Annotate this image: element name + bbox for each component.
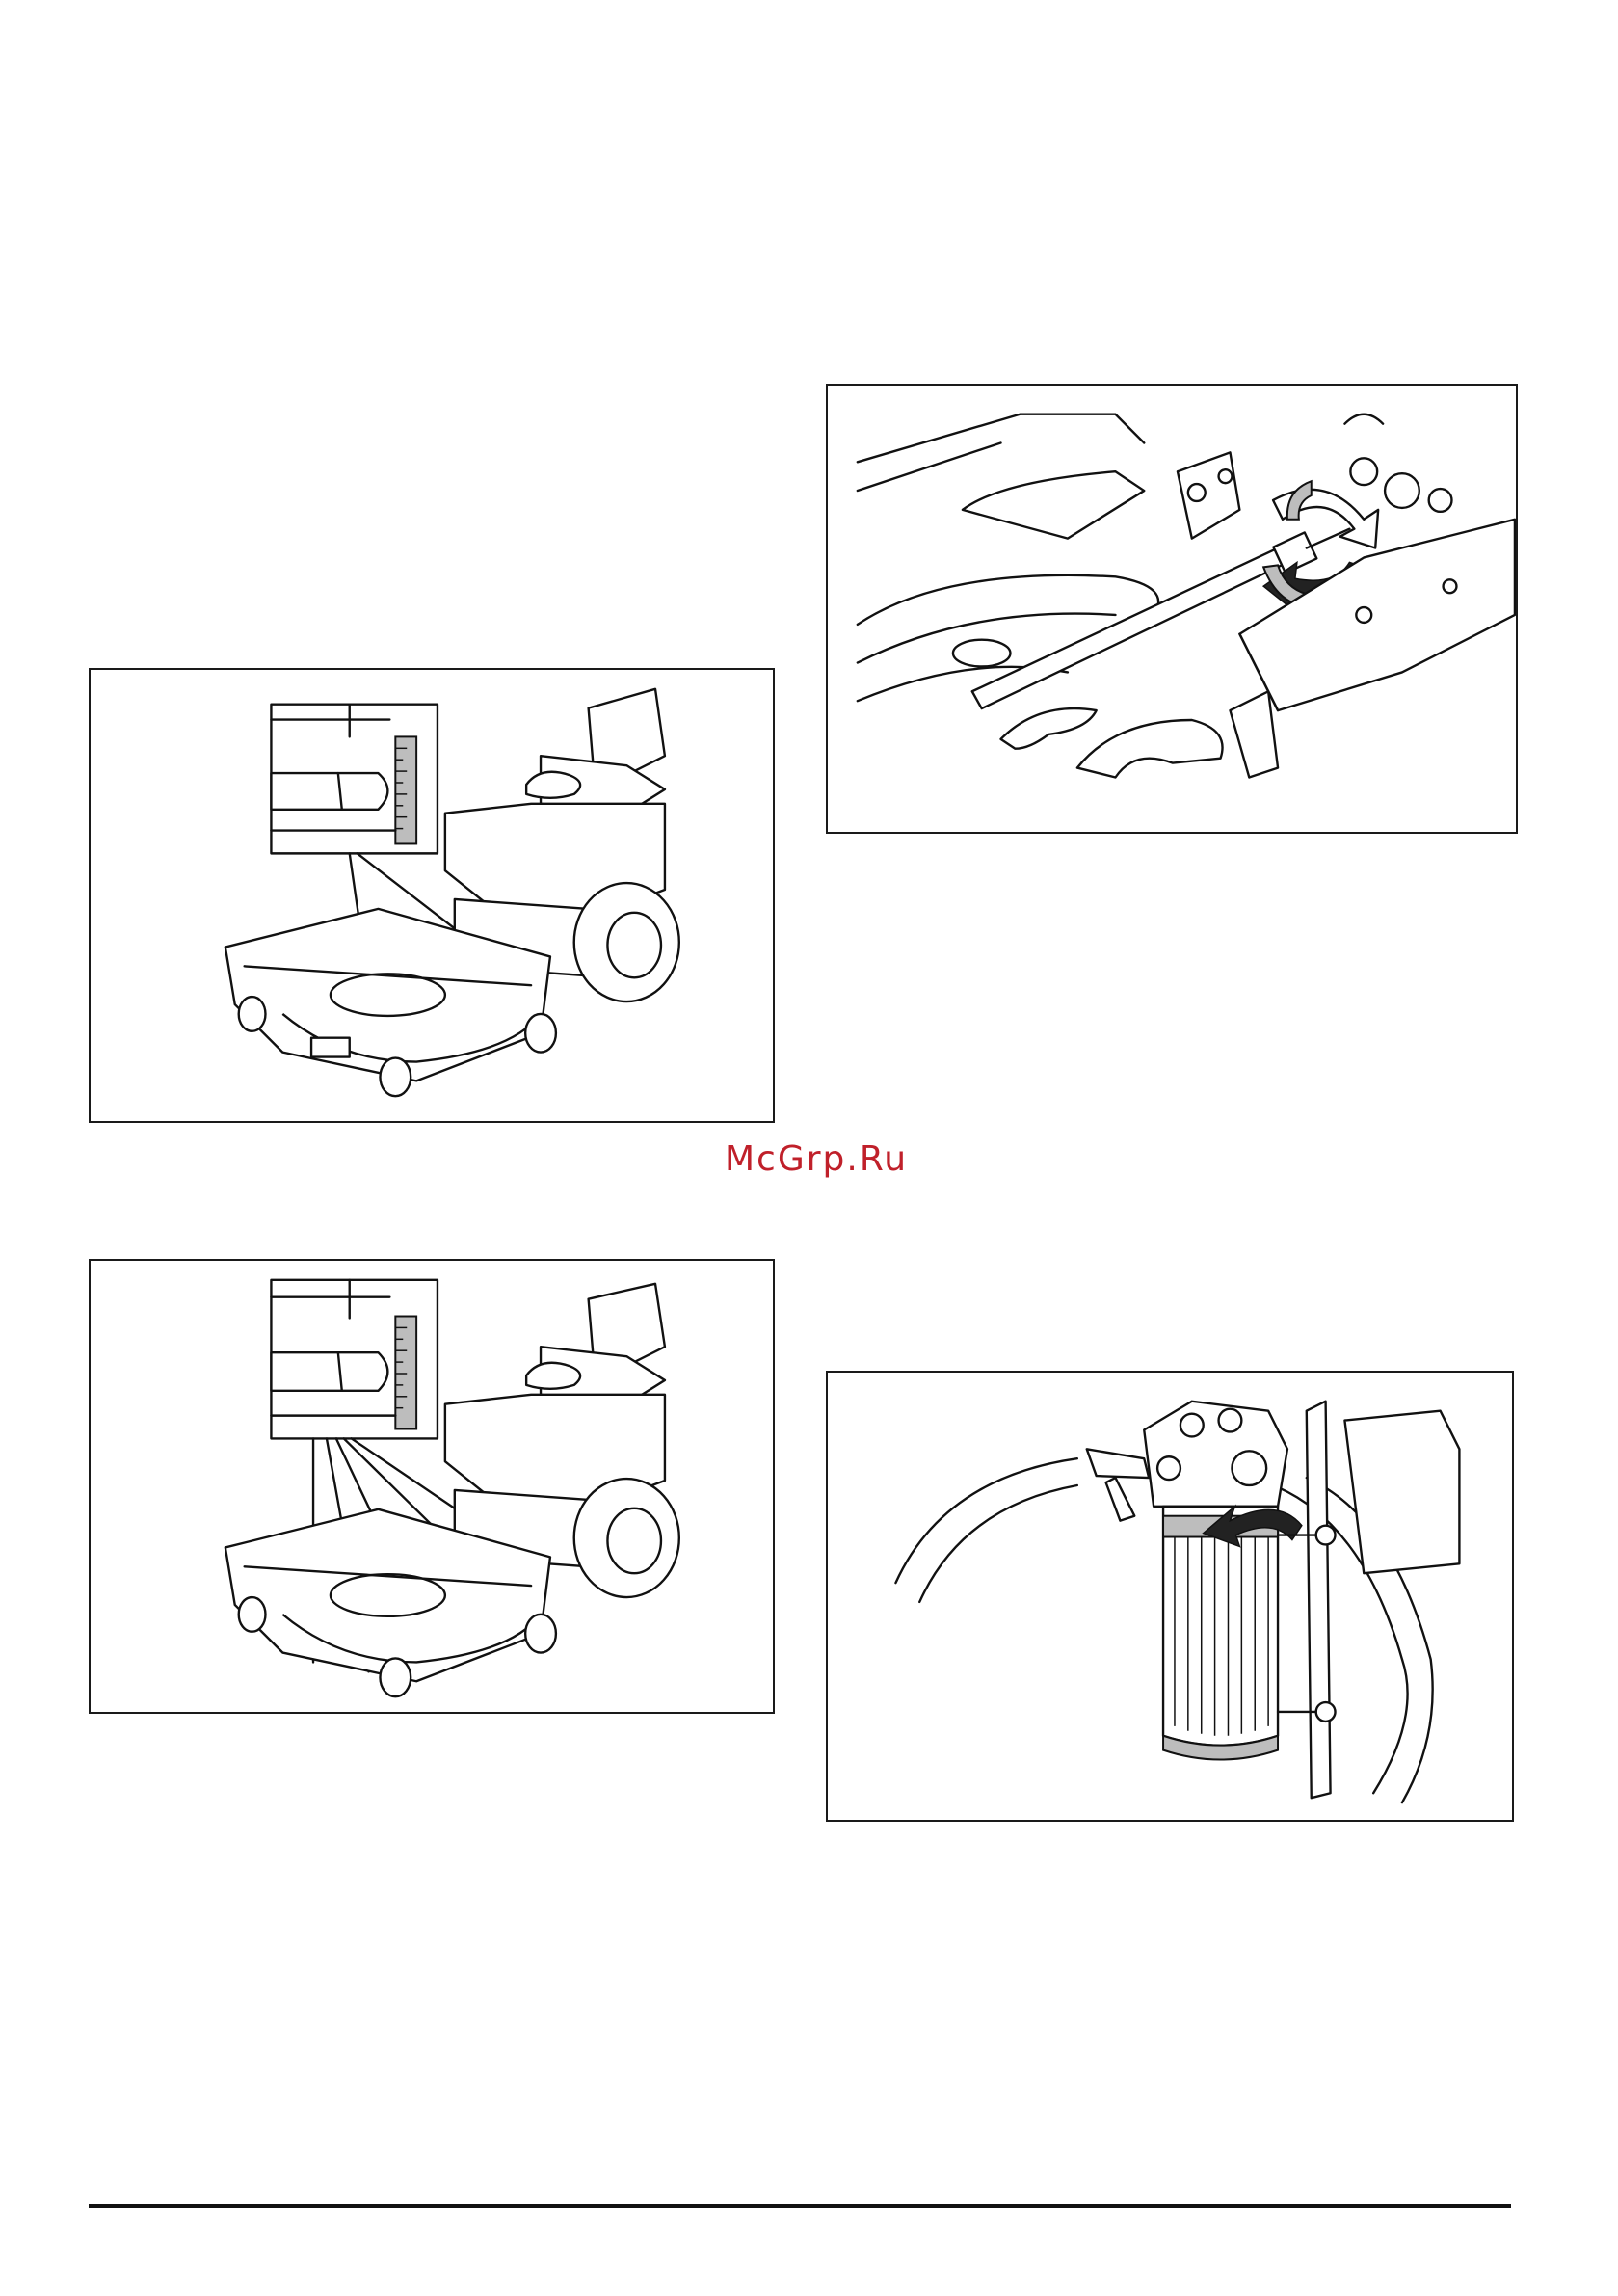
footer-rule xyxy=(89,2204,1511,2208)
figure-filter-removal xyxy=(826,1371,1514,1822)
filter-unscrew-illustration xyxy=(828,1373,1512,1820)
figure-linkage-adjustment xyxy=(826,384,1518,834)
watermark: McGrp.Ru xyxy=(725,1139,908,1179)
figure-mower-height-gauge xyxy=(89,668,775,1123)
mower-deck-height-multi-illustration xyxy=(91,1261,773,1712)
mower-deck-height-illustration xyxy=(91,670,773,1121)
figure-mower-height-multi xyxy=(89,1259,775,1714)
rod-turnbuckle-rotate-illustration xyxy=(828,386,1516,832)
